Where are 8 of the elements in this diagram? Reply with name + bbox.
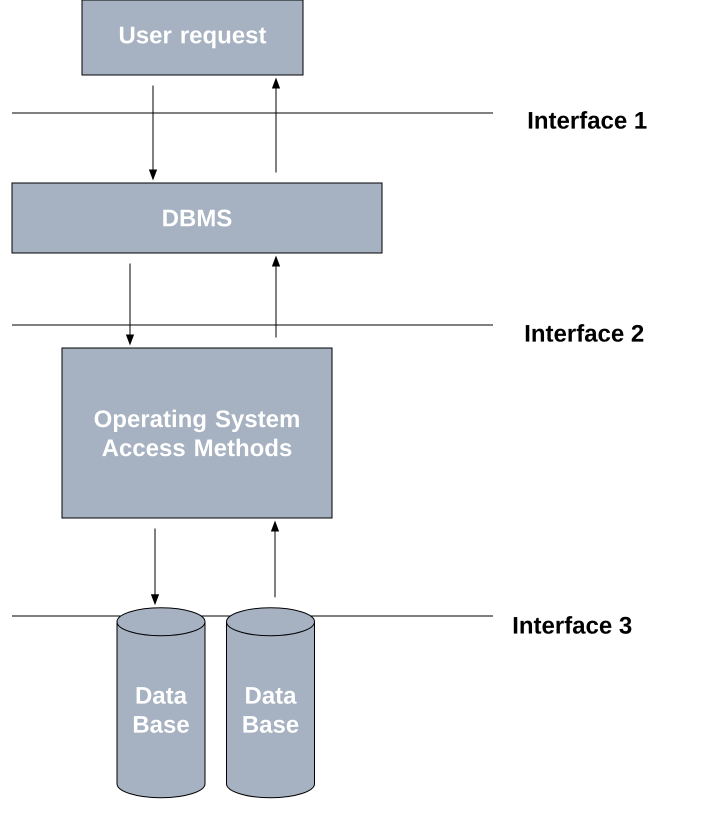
interface-label: Interface 3 bbox=[514, 616, 632, 634]
interface-label: Interface 1 bbox=[528, 111, 647, 129]
interface-label: Interface 2 bbox=[526, 324, 644, 342]
database-cylinder: Data Base bbox=[226, 607, 315, 798]
database-cylinder: Data Base bbox=[116, 607, 206, 798]
process-box: Operating System Access Methods bbox=[62, 348, 332, 518]
process-box: DBMS bbox=[12, 182, 382, 254]
process-box: User request bbox=[82, 0, 304, 76]
